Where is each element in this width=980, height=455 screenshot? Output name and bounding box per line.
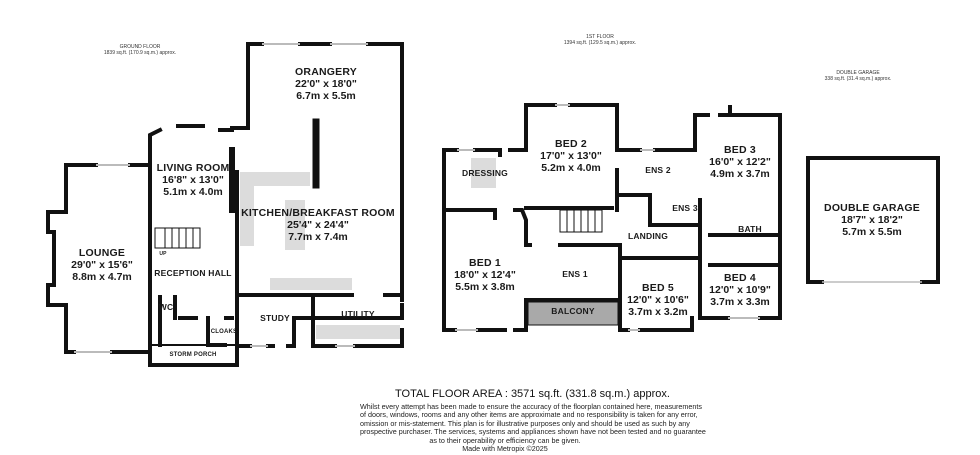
disclaimer-line: Whilst every attempt has been made to en… [360,402,702,411]
room-double-garage: DOUBLE GARAGE 18'7" x 18'2" 5.7m x 5.5m [824,202,920,238]
disclaimer: Whilst every attempt has been made to en… [360,402,706,454]
room-name: DOUBLE GARAGE [824,202,920,214]
room-name: DRESSING [462,168,508,178]
room-orangery: ORANGERY 22'0" x 18'0" 6.7m x 5.5m [295,66,357,102]
room-metric: 7.7m x 7.4m [288,230,348,243]
first-floor-fixtures [471,158,496,188]
room-metric: 5.2m x 4.0m [541,161,601,174]
ground-floor-walls [46,42,404,367]
room-name: UTILITY [341,309,375,319]
room-name: ENS 3 [672,203,698,213]
room-bath: BATH [738,224,762,235]
first-floor-title: 1ST FLOOR [586,34,614,40]
room-imperial: 12'0" x 10'6" [627,293,689,306]
room-name: BED 4 [724,272,756,284]
room-ens-3: ENS 3 [672,203,698,214]
room-bed-2: BED 2 17'0" x 13'0" 5.2m x 4.0m [540,138,602,174]
ground-floor-stairs [154,227,201,249]
room-name: RECEPTION HALL [154,268,232,278]
ground-floor-area: 1839 sq.ft. (170.9 sq.m.) approx. [103,50,177,56]
room-name: LIVING ROOM [156,162,230,174]
disclaimer-line: of doors, windows, rooms and any other i… [360,410,698,420]
room-name: BED 3 [724,144,756,156]
room-name: KITCHEN/BREAKFAST ROOM [241,207,395,219]
disclaimer-line: omission or mis-statement. This plan is … [360,418,690,428]
room-metric: 4.9m x 3.7m [710,167,770,180]
first-floor-header: 1ST FLOOR 1394 sq.ft. (129.5 sq.m.) appr… [564,34,636,46]
room-imperial: 12'0" x 10'9" [709,283,771,296]
room-name: BATH [738,224,762,234]
first-floor-area: 1394 sq.ft. (129.5 sq.m.) approx. [563,40,637,46]
room-metric: 8.8m x 4.7m [72,270,132,283]
room-name: BED 5 [642,282,674,294]
room-name: BALCONY [551,306,595,316]
room-living-room: LIVING ROOM 16'8" x 13'0" 5.1m x 4.0m [156,162,230,198]
disclaimer-line: prospective purchaser. The services, sys… [360,427,706,437]
ground-floor-title: GROUND FLOOR [119,44,161,50]
room-imperial: 29'0" x 15'6" [71,258,133,271]
room-imperial: 18'7" x 18'2" [841,213,903,226]
room-lounge: LOUNGE 29'0" x 15'6" 8.8m x 4.7m [71,247,133,283]
room-name: ENS 2 [645,165,671,175]
garage-area: 338 sq.ft. (31.4 sq.m.) approx. [824,76,892,82]
room-bed-1: BED 1 18'0" x 12'4" 5.5m x 3.8m [454,257,516,293]
room-ens-1: ENS 1 [562,269,588,280]
room-metric: 3.7m x 3.2m [628,305,688,318]
stair-up-label: UP [159,251,167,257]
garage-header: DOUBLE GARAGE 338 sq.ft. (31.4 sq.m.) ap… [825,70,892,82]
room-cloaks: CLOAKS [211,329,238,336]
room-dressing: DRESSING [462,168,508,179]
room-study: STUDY [260,313,290,324]
room-name: STUDY [260,313,290,323]
garage-title: DOUBLE GARAGE [836,70,880,76]
first-floor-stairs [559,209,603,233]
room-metric: 3.7m x 3.3m [710,295,770,308]
room-ens-2: ENS 2 [645,165,671,176]
room-imperial: 22'0" x 18'0" [295,77,357,90]
credit: Made with Metropix ©2025 [462,444,548,454]
room-metric: 6.7m x 5.5m [296,89,356,102]
room-name: CLOAKS [210,329,238,335]
ground-floor-fixtures [240,172,400,339]
room-name: LANDING [627,231,669,241]
room-name: BED 1 [469,257,501,269]
room-name: ORANGERY [295,66,357,78]
room-utility: UTILITY [341,309,375,320]
room-imperial: 18'0" x 12'4" [454,268,516,281]
garage-walls [806,156,940,284]
room-imperial: 17'0" x 13'0" [540,149,602,162]
room-name: ENS 1 [562,269,588,279]
room-metric: 5.5m x 3.8m [455,280,515,293]
room-name: BED 2 [555,138,587,150]
room-imperial: 25'4" x 24'4" [287,218,349,231]
total-floor-area: TOTAL FLOOR AREA : 3571 sq.ft. (331.8 sq… [395,388,670,400]
room-name: STORM PORCH [169,352,217,358]
room-wc: WC [158,302,174,313]
balcony-fill [527,301,619,326]
first-floor-windows [455,104,760,331]
room-bed-5: BED 5 12'0" x 10'6" 3.7m x 3.2m [627,282,689,318]
ground-floor-header: GROUND FLOOR 1839 sq.ft. (170.9 sq.m.) a… [104,44,176,56]
ground-floor-windows [74,43,368,353]
first-floor-walls [442,103,782,332]
room-bed-3: BED 3 16'0" x 12'2" 4.9m x 3.7m [709,144,771,180]
room-reception-hall: RECEPTION HALL [154,268,232,279]
room-bed-4: BED 4 12'0" x 10'9" 3.7m x 3.3m [709,272,771,308]
room-metric: 5.7m x 5.5m [842,225,902,238]
disclaimer-line: as to their operability or efficiency ca… [429,435,581,445]
room-balcony: BALCONY [551,306,595,317]
room-storm-porch: STORM PORCH [169,352,216,359]
room-imperial: 16'0" x 12'2" [709,155,771,168]
room-name: WC [158,302,174,312]
room-metric: 5.1m x 4.0m [163,185,223,198]
room-kitchen-breakfast: KITCHEN/BREAKFAST ROOM 25'4" x 24'4" 7.7… [241,207,395,243]
room-imperial: 16'8" x 13'0" [162,173,224,186]
room-landing: LANDING [627,231,669,242]
room-name: LOUNGE [78,247,126,259]
